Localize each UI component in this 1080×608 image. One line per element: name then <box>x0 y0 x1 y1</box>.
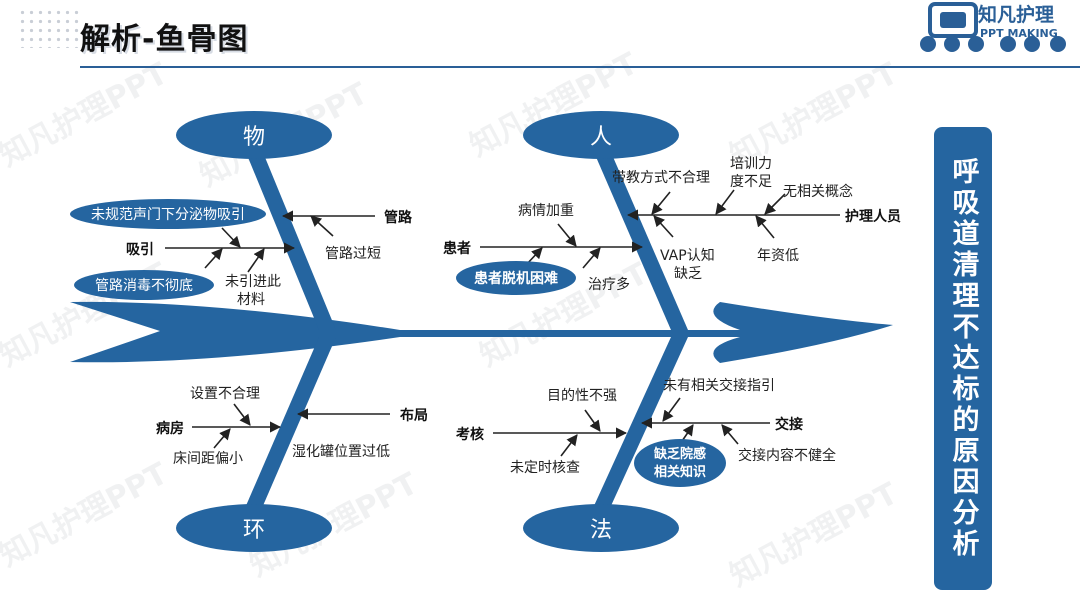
category-label-fa: 法 <box>590 518 612 543</box>
arrow-bed <box>213 428 231 449</box>
cause-guanlu-short: 管路过短 <box>325 246 381 262</box>
category-oval-wu <box>176 111 332 159</box>
arrow-setting <box>233 403 251 426</box>
cause-layout: 布局 <box>400 407 428 424</box>
cause-xiyin: 吸引 <box>126 242 154 258</box>
bone-ren <box>593 150 688 330</box>
arrow-content <box>721 424 739 445</box>
cause-train-2: 度不足 <box>730 174 772 190</box>
cause-difficult: 患者脱机困难 <box>474 270 558 287</box>
cause-guide: 未有相关交接指引 <box>663 377 775 394</box>
category-label-huan: 环 <box>243 518 265 543</box>
cause-teach: 带教方式不合理 <box>612 170 710 186</box>
arrow-no-concept <box>764 193 786 215</box>
cause-bed: 床间距偏小 <box>173 451 243 467</box>
category-oval-fa <box>523 504 679 552</box>
side-title-box: 呼吸道清理不达标的原因分析 <box>934 127 992 590</box>
cause-vap-2: 缺乏 <box>674 266 702 282</box>
cause-treatment: 治疗多 <box>588 276 630 293</box>
cause-lack-2: 相关知识 <box>654 464 706 480</box>
brand-subtitle: PPT MAKING <box>980 27 1058 40</box>
cause-severe: 病情加重 <box>518 203 574 219</box>
cause-no-material-2: 材料 <box>237 292 265 308</box>
arrow-vap <box>653 215 674 238</box>
arrow-no-material <box>247 248 265 273</box>
category-oval-ren <box>523 111 679 159</box>
category-label-wu: 物 <box>243 125 265 150</box>
cause-content: 交接内容不健全 <box>738 447 836 464</box>
arrow-age <box>755 215 775 239</box>
bone-wu <box>245 150 336 330</box>
cause-ward: 病房 <box>156 420 184 437</box>
category-oval-huan <box>176 504 332 552</box>
brand-name: 知凡护理 <box>978 4 1055 26</box>
cause-no-concept: 无相关概念 <box>783 183 853 200</box>
cause-age: 年资低 <box>757 248 799 264</box>
cause-timing: 未定时核查 <box>510 460 580 476</box>
category-label-ren: 人 <box>590 125 612 150</box>
arrow-severe <box>557 223 577 247</box>
cause-humid: 湿化罐位置过低 <box>292 444 390 460</box>
cause-nurse: 护理人员 <box>845 208 901 225</box>
cause-guanlu: 管路 <box>384 209 413 226</box>
cause-vap-1: VAP认知 <box>660 247 715 264</box>
arrow-nonstandard <box>221 227 241 248</box>
fish-spine <box>70 301 893 363</box>
decorative-dots <box>18 8 80 48</box>
cause-setting: 设置不合理 <box>190 386 260 402</box>
cause-train-1: 培训力 <box>730 156 772 172</box>
title-underline <box>80 66 1080 68</box>
cause-oval-disinfect <box>74 270 214 300</box>
arrow-train <box>715 189 735 215</box>
bone-fa <box>593 337 688 508</box>
cause-exam: 考核 <box>456 426 484 443</box>
cause-no-material-1: 未引进此 <box>225 274 281 290</box>
cause-oval-lack <box>634 439 726 487</box>
arrow-guanlu-short <box>310 215 334 237</box>
cause-handover: 交接 <box>775 416 803 433</box>
cause-nonstandard: 未规范声门下分泌物吸引 <box>91 206 245 223</box>
arrow-treatment <box>582 247 601 269</box>
side-title: 呼吸道清理不达标的原因分析 <box>947 157 979 560</box>
arrow-disinfect <box>204 248 223 269</box>
cause-patient: 患者 <box>443 240 471 257</box>
cause-oval-nonstandard <box>70 199 266 229</box>
arrow-purpose <box>584 409 601 432</box>
cause-disinfect: 管路消毒不彻底 <box>95 278 193 294</box>
arrow-teach <box>651 191 671 215</box>
arrow-guide <box>662 397 681 422</box>
cause-lack-1: 缺乏院感 <box>653 446 706 462</box>
cause-oval-difficult <box>456 261 576 295</box>
fishbone-diagram: 物 人 环 法 管路 <box>70 111 901 552</box>
cause-purpose: 目的性不强 <box>547 388 617 404</box>
bone-huan <box>245 337 336 508</box>
page-title: 解析-鱼骨图 <box>80 22 249 57</box>
arrow-timing <box>560 434 578 457</box>
brand-logo-icon <box>920 2 1066 52</box>
